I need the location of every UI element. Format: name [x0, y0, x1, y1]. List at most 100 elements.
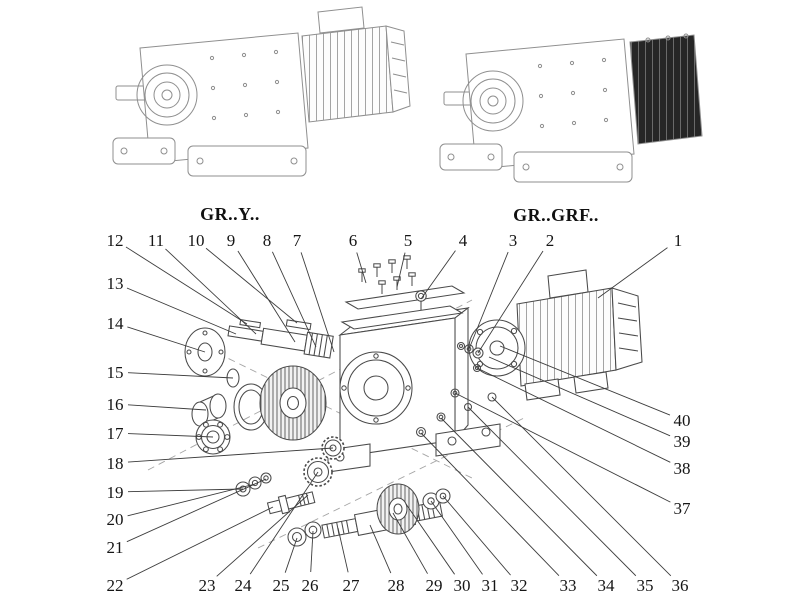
callout-number: 31: [482, 576, 499, 595]
fan-cover: [385, 25, 411, 113]
callout-number: 37: [674, 499, 692, 518]
leader-line: [392, 512, 428, 574]
mounting-foot: [513, 151, 633, 183]
callout-number: 7: [293, 231, 302, 250]
inspection-cover: [344, 285, 466, 310]
callout-number: 23: [199, 576, 216, 595]
model-label-gr-grf: GR..GRF..: [513, 205, 599, 225]
callout-number: 22: [107, 576, 124, 595]
motor-foot: [573, 371, 609, 394]
flange-bolt: [463, 402, 473, 412]
leader-line: [405, 503, 455, 575]
cover-bolt: [373, 263, 381, 278]
leader-line: [165, 248, 257, 335]
leader-line: [491, 396, 672, 577]
leader-line: [440, 417, 598, 577]
leader-line: [205, 247, 298, 324]
callout-number: 15: [107, 363, 124, 382]
leader-line: [300, 252, 335, 353]
leader-line: [337, 527, 349, 573]
leader-line: [127, 433, 214, 438]
leader-line: [467, 406, 637, 577]
drain-plug: [415, 426, 427, 438]
model-label-gr-y: GR..Y..: [200, 204, 260, 224]
callout-number: 26: [302, 576, 319, 595]
leader-line: [310, 530, 314, 573]
shaft-key: [239, 319, 262, 329]
callout-number: 34: [598, 576, 616, 595]
callout-number: 4: [459, 231, 468, 250]
pinion-shaft: [266, 491, 316, 515]
callout-number: 9: [227, 231, 236, 250]
input-shaft-assembly: [227, 319, 334, 359]
motor-body: [301, 25, 394, 123]
callout-number: 18: [107, 454, 124, 473]
callout-number: 3: [509, 231, 518, 250]
leader-line: [127, 404, 207, 411]
eye-bolt: [415, 290, 427, 302]
callout-number: 20: [107, 510, 124, 529]
leader-line: [126, 478, 267, 543]
motor-body: [516, 287, 617, 387]
leader-line: [442, 495, 511, 576]
leader-line: [272, 251, 317, 348]
leader-line: [127, 326, 206, 353]
leader-line: [420, 250, 456, 300]
callout-number: 38: [674, 459, 691, 478]
callout-number: 11: [148, 231, 164, 250]
leader-line: [488, 356, 671, 437]
leader-line: [126, 287, 237, 335]
callout-number: 17: [107, 424, 125, 443]
callout-number: 6: [349, 231, 358, 250]
gearbox-housing: [465, 38, 635, 170]
oil-plug: [436, 412, 446, 422]
flange-bolt: [487, 392, 497, 402]
leader-line: [356, 252, 367, 284]
callout-number: 39: [674, 432, 691, 451]
leader-line: [454, 392, 671, 503]
mounting-foot: [187, 145, 307, 177]
callout-number: 30: [454, 576, 471, 595]
leader-line: [476, 367, 671, 463]
callout-number: 19: [107, 483, 124, 502]
mounting-foot: [439, 143, 503, 171]
output-gear: [376, 483, 420, 535]
callout-number: 33: [560, 576, 577, 595]
leader-line: [499, 345, 671, 416]
callout-number: 29: [426, 576, 443, 595]
callout-number: 27: [343, 576, 361, 595]
gearbox-housing: [139, 32, 309, 164]
callout-number: 1: [674, 231, 683, 250]
top-cover-assembly: [340, 255, 466, 330]
side-plug: [450, 388, 460, 398]
leader-line: [420, 432, 560, 576]
callout-number: 28: [388, 576, 405, 595]
gearmotor-gr-grf-drawing: [439, 33, 703, 183]
callout-number: 24: [235, 576, 253, 595]
input-cover-block: [629, 34, 703, 145]
callout-number: 8: [263, 231, 272, 250]
leader-line: [249, 471, 319, 575]
callout-number: 16: [107, 395, 124, 414]
callout-number: 2: [546, 231, 555, 250]
callout-number: 5: [404, 231, 413, 250]
leader-line: [237, 250, 296, 343]
cover-bolt: [388, 259, 396, 274]
callout-number: 40: [674, 411, 691, 430]
gearmotor-gr-y-drawing: [112, 6, 411, 177]
cover-gasket: [340, 305, 464, 330]
leader-line: [216, 494, 309, 577]
large-gear: [259, 365, 327, 441]
main-housing: [327, 306, 501, 473]
leader-line: [127, 483, 256, 517]
housing-bore: [339, 351, 413, 425]
callout-number: 21: [107, 538, 124, 557]
leader-line: [430, 500, 483, 575]
leader-line: [127, 372, 234, 379]
terminal-box: [317, 6, 365, 34]
leader-line: [477, 250, 544, 354]
leader-line: [369, 524, 392, 574]
